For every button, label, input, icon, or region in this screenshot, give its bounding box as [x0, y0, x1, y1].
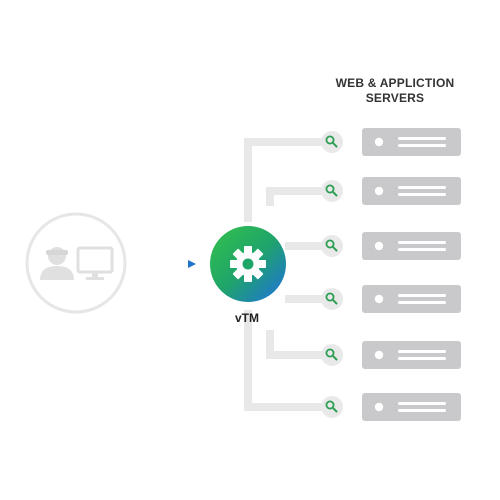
connector-5	[266, 330, 322, 359]
magnifier-icon	[321, 396, 343, 418]
server-row-2	[321, 177, 461, 205]
connector-6	[244, 310, 322, 411]
server-icon	[362, 393, 461, 421]
magnifier-icon	[321, 131, 343, 153]
servers-heading-line2: SERVERS	[365, 91, 425, 105]
servers-heading: WEB & APPLICTION SERVERS	[330, 76, 460, 106]
servers-heading-line1: WEB & APPLICTION	[335, 76, 455, 90]
server-icon	[362, 177, 461, 205]
magnifier-icon	[321, 235, 343, 257]
request-arrow	[145, 260, 196, 268]
user-icon	[40, 247, 74, 280]
connectors	[244, 138, 322, 411]
vtm-hub	[210, 226, 286, 302]
monitor-icon	[76, 246, 114, 280]
gear-icon	[230, 246, 266, 282]
connector-1	[244, 138, 322, 222]
server-icon	[362, 128, 461, 156]
magnifier-icon	[321, 180, 343, 202]
magnifier-icon	[321, 344, 343, 366]
server-row-6	[321, 393, 461, 421]
server-icon	[362, 341, 461, 369]
vtm-label: vTM	[235, 311, 259, 325]
server-list	[321, 128, 461, 421]
client-node	[25, 212, 127, 314]
server-icon	[362, 285, 461, 313]
server-icon	[362, 232, 461, 260]
server-row-5	[321, 341, 461, 369]
server-row-1	[321, 128, 461, 156]
connector-2	[266, 187, 322, 206]
server-row-4	[321, 285, 461, 313]
magnifier-icon	[321, 288, 343, 310]
server-row-3	[321, 232, 461, 260]
